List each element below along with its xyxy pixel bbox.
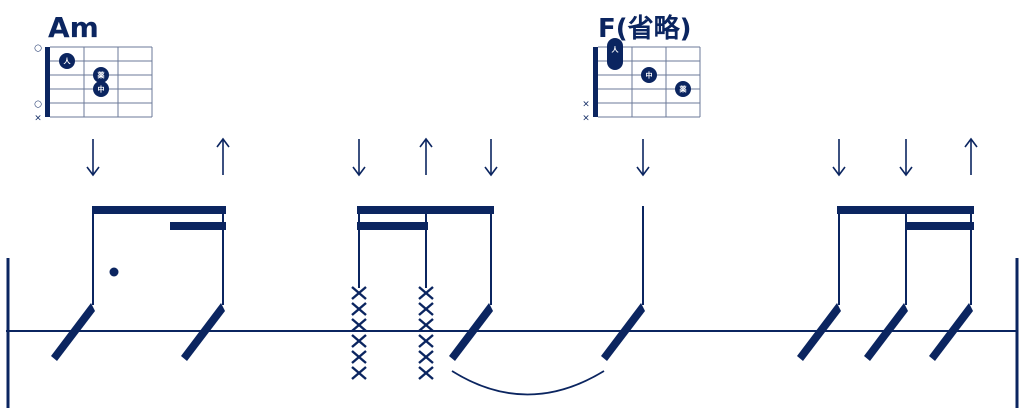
arrow-head [216,137,230,148]
chord-diagram-f: × × 人中薬 [582,38,701,124]
down-stroke-arrow [352,139,366,177]
chord-string-mark: × [582,114,590,124]
slash-notehead [449,303,493,361]
beam-primary [92,206,226,214]
finger-label: 中 [646,71,653,80]
x-mark [418,334,434,348]
x-mark [351,302,367,316]
finger-label: 中 [98,85,105,94]
finger-label: 人 [612,45,620,54]
down-stroke-arrow [484,139,498,177]
finger-label: 薬 [679,85,688,94]
arrow-head [419,137,433,148]
up-stroke-arrow [216,137,230,175]
x-mark [351,318,367,332]
slash-notehead [929,303,973,361]
down-stroke-arrow [86,139,100,177]
slash-notehead [797,303,841,361]
arrow-head [832,166,846,177]
arrow-head [352,166,366,177]
slash-notehead [51,303,95,361]
x-mark [418,302,434,316]
finger-dot [93,81,109,97]
rhythm-notes [51,206,974,396]
slash-notehead [601,303,645,361]
strum-arrows [86,137,978,177]
arrow-head [484,166,498,177]
finger-label: 薬 [97,71,106,80]
x-mark [351,334,367,348]
slash-notehead [864,303,908,361]
chord-nut [593,47,598,117]
down-stroke-arrow [636,139,650,177]
barre-marker [607,38,623,70]
finger-dot [93,67,109,83]
chord-string-mark: × [34,114,42,124]
x-mark [418,318,434,332]
arrow-head [899,166,913,177]
finger-label: 人 [64,57,72,66]
finger-dot [59,53,75,69]
down-stroke-arrow [832,139,846,177]
slash-notehead [181,303,225,361]
chord-string-mark: × [582,100,590,110]
beam-secondary [905,222,974,230]
up-stroke-arrow [419,137,433,175]
chord-nut [45,47,50,117]
x-mark [418,366,434,380]
arrow-head [86,166,100,177]
finger-dot [675,81,691,97]
x-mark [418,350,434,364]
rhythm-dot [109,267,119,277]
x-mark [351,350,367,364]
x-notehead-column [418,286,434,380]
x-notehead-column [351,286,367,380]
finger-dot [641,67,657,83]
beam-secondary [170,222,226,230]
arrow-head [964,137,978,148]
chord-diagram-am: ○ ○ × 人薬中 [34,44,153,124]
x-mark [351,286,367,300]
x-mark [418,286,434,300]
arrow-head [636,166,650,177]
x-mark [351,366,367,380]
beam-secondary [357,222,428,230]
chord-string-mark: ○ [34,100,42,110]
chord-string-mark: ○ [34,44,42,54]
up-stroke-arrow [964,137,978,175]
chord-name-am: Am [48,11,99,44]
down-stroke-arrow [899,139,913,177]
tie-curve [451,370,605,396]
